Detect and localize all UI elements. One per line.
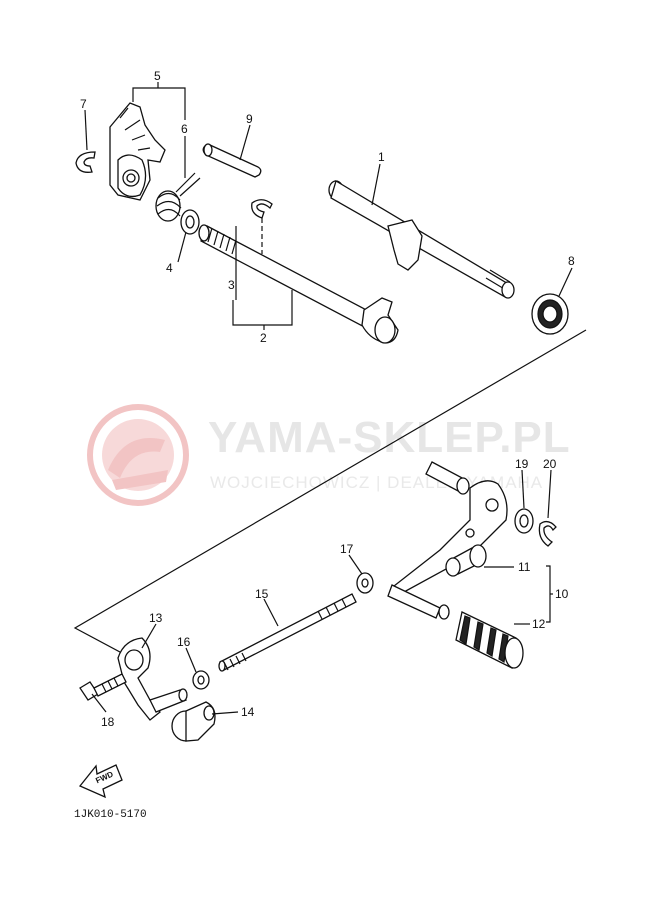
callout-17: 17 [340,542,354,556]
callout-14: 14 [241,705,255,719]
callouts: 5 6 7 9 4 3 2 1 8 19 20 17 11 10 12 15 1… [80,69,575,729]
part-circlip-20 [538,520,557,547]
part-circlip-3 [251,199,273,219]
callout-13: 13 [149,611,163,625]
callout-3: 3 [228,278,235,292]
watermark-brand: YAMA-SKLEP.PL [208,413,571,462]
part-spring [155,172,201,222]
leader-lines [84,82,573,715]
fwd-arrow-icon: FWD [78,764,123,799]
part-circlip-7 [75,151,96,173]
part-tie-rod-15 [218,593,357,672]
assembly-frame-line [73,329,587,661]
part-bolt-18 [79,673,127,701]
diagram-code: 1JK010-5170 [74,809,147,821]
callout-9: 9 [246,112,253,126]
callout-11: 11 [518,560,531,574]
part-washer-19 [514,508,534,534]
callout-5: 5 [154,69,161,83]
part-shift-pedal-10 [387,480,508,620]
callout-16: 16 [177,635,191,649]
part-washer-4 [180,209,200,235]
callout-20: 20 [543,457,557,471]
part-dowel-pin-9 [202,143,262,178]
part-pedal-rubber-12 [455,611,524,669]
watermark-logo-icon [87,404,189,506]
callout-2: 2 [260,331,267,345]
callout-4: 4 [166,261,173,275]
callout-15: 15 [255,587,269,601]
callout-10: 10 [555,587,569,601]
part-shift-shaft-2 [198,224,399,344]
callout-18: 18 [101,715,115,729]
part-shift-shaft-1 [328,180,515,299]
callout-19: 19 [515,457,529,471]
callout-12: 12 [532,617,546,631]
part-nut-17 [356,572,374,594]
part-nut-16 [192,670,210,690]
part-shift-arm-13 [117,637,188,721]
part-rod-joint-14 [171,701,216,742]
part-bush-11 [445,544,487,577]
callout-1: 1 [378,150,385,164]
callout-7: 7 [80,97,87,111]
part-lever-pin [425,461,470,495]
part-oil-seal-8 [531,293,569,335]
part-shift-lever-assembly [109,102,166,201]
callout-6: 6 [181,122,188,136]
callout-8: 8 [568,254,575,268]
